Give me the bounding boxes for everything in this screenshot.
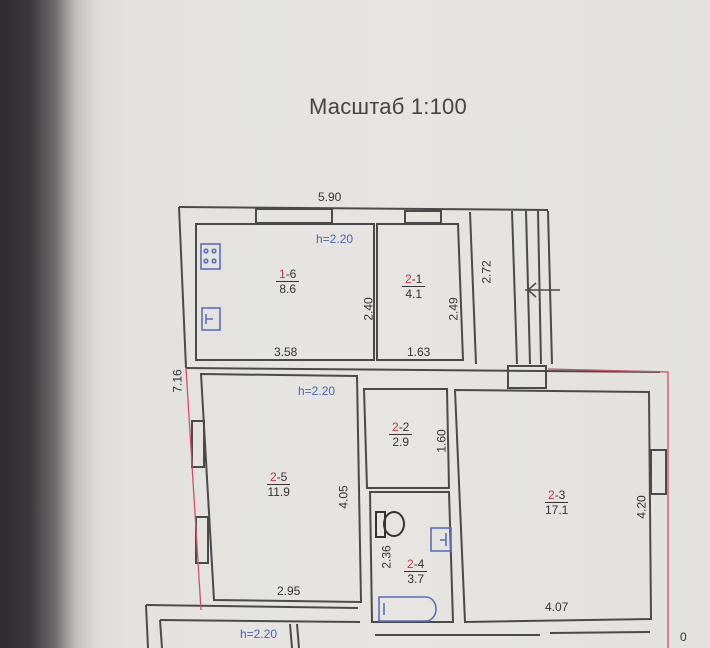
room-2-1-width: 1.63: [407, 345, 431, 359]
room-2-3-width: 4.07: [545, 600, 569, 614]
room-1-6: 1-6 8.6: [276, 267, 300, 296]
room-2-4: 2-4 3.7: [404, 557, 428, 586]
room-1-6-depth: 2.40: [361, 297, 376, 321]
room-2-5: 2-5 11.9: [267, 470, 291, 499]
room-1-6-height: h=2.20: [316, 232, 354, 246]
room-2-5-depth: 4.05: [336, 485, 351, 509]
room-1-6-width: 3.58: [274, 345, 298, 359]
fixtures: [200, 243, 452, 622]
room-2-4-depth: 2.36: [379, 545, 394, 569]
room-2-2: 2-2 2.9: [389, 420, 413, 449]
room-2-3-depth: 4.20: [634, 495, 649, 519]
room-2-3: 2-3 17.1: [545, 488, 569, 517]
bottom-room-height: h=2.20: [240, 627, 278, 641]
room-2-5-height: h=2.20: [298, 384, 336, 398]
room-2-1-depth: 2.49: [446, 297, 461, 321]
dim-left-height: 7.16: [170, 369, 185, 393]
porch-depth: 2.72: [479, 260, 494, 284]
room-2-5-width: 2.95: [277, 584, 301, 598]
room-2-1: 2-1 4.1: [402, 272, 426, 301]
scale-title: Масштаб 1:100: [309, 94, 467, 119]
dim-right-partial: 0: [680, 630, 687, 644]
room-2-2-depth: 1.60: [434, 429, 449, 453]
dim-top-width: 5.90: [318, 190, 342, 204]
